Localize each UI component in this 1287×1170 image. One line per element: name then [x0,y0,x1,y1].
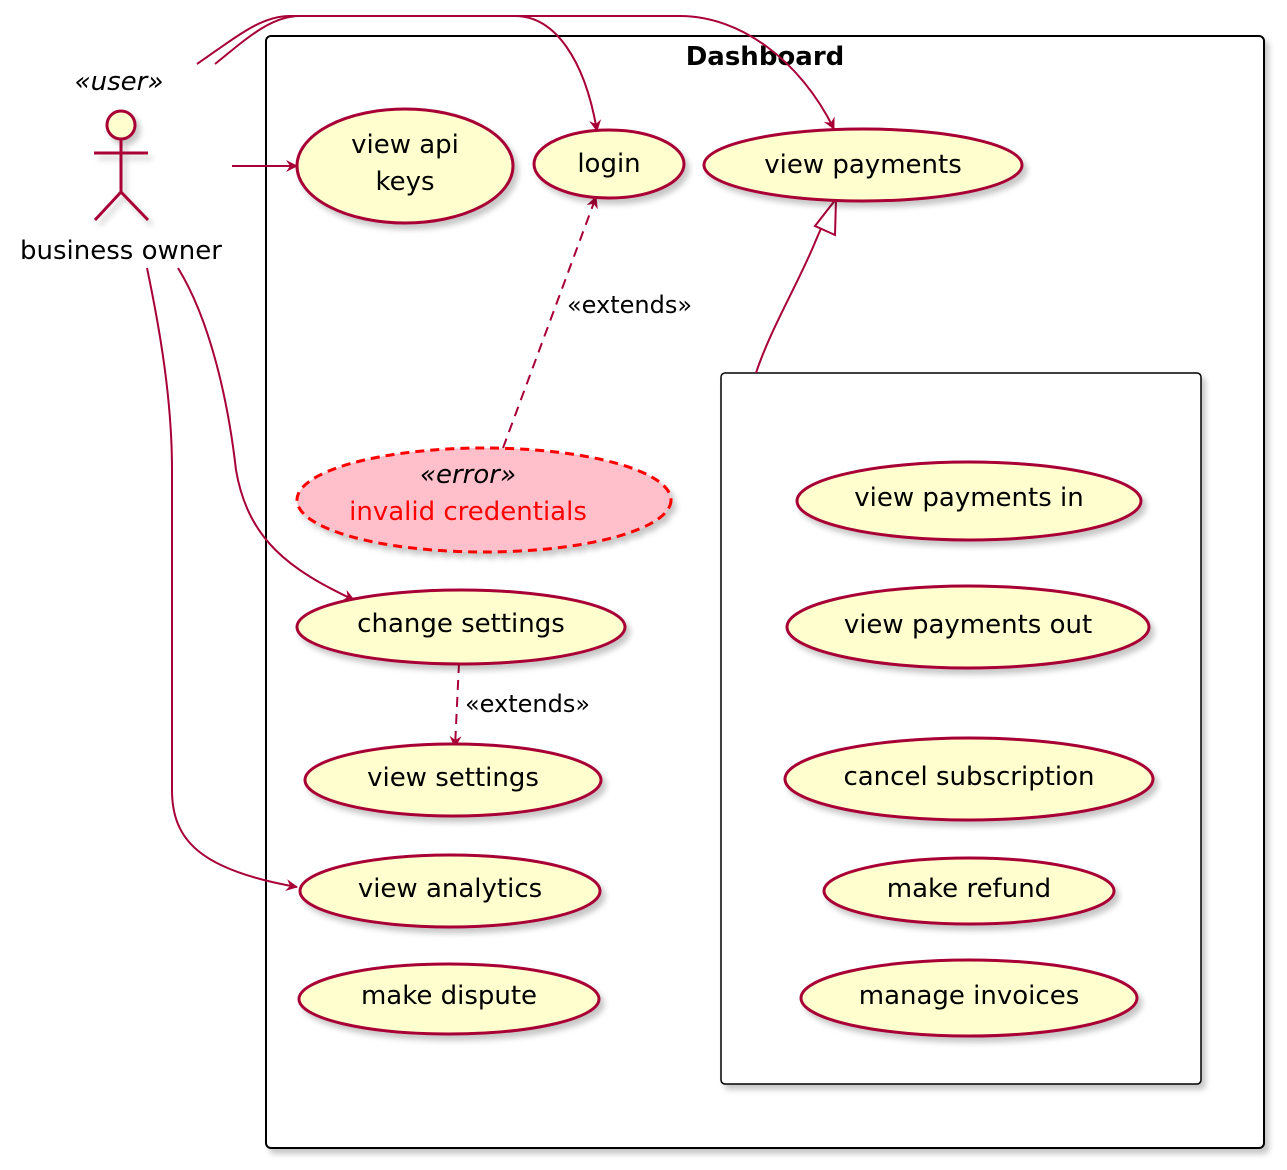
actor-stick-figure-icon [93,109,150,222]
svg-text:cancel subscription: cancel subscription [843,762,1094,792]
use-case-view-api-keys: view api keys [295,107,515,225]
svg-text:view settings: view settings [367,763,539,793]
use-case-view-analytics: view analytics [298,853,602,929]
svg-text:make dispute: make dispute [361,981,537,1011]
error-stereotype: «error» [420,460,516,490]
svg-text:view api: view api [351,130,459,160]
edge-actor-view-payments [214,15,835,130]
svg-text:manage invoices: manage invoices [859,981,1080,1011]
use-case-view-payments-in: view payments in [795,460,1143,542]
use-case-cancel-subscription: cancel subscription [783,736,1155,822]
system-title: Dashboard [686,42,845,72]
edge-actor-change-settings [177,267,355,601]
svg-text:change settings: change settings [357,609,565,639]
extends-label-settings: «extends» [465,690,590,718]
edge-actor-view-analytics [146,267,298,892]
svg-text:view payments: view payments [764,150,962,180]
edge-invalid-extends-login [502,196,598,449]
use-case-manage-invoices: manage invoices [799,958,1139,1038]
svg-text:make refund: make refund [887,874,1051,904]
svg-text:view payments in: view payments in [854,483,1083,513]
generalization-arrowhead-icon [813,195,838,237]
edge-package-generalizes-view-payments [755,216,827,374]
actor-stereotype: «user» [75,67,164,97]
svg-text:login: login [577,149,640,179]
actor-name: business owner [20,236,222,266]
actor-business-owner: «user» business owner [20,67,222,266]
use-case-view-payments: view payments [702,127,1024,203]
use-case-make-refund: make refund [822,856,1116,926]
svg-text:view payments out: view payments out [844,610,1092,640]
use-case-change-settings: change settings [295,588,627,666]
edge-settings-extends-view-settings [449,662,462,748]
extends-label-login: «extends» [567,291,692,319]
connectors [146,15,838,892]
error-label: invalid credentials [349,497,587,527]
use-case-invalid-credentials: «error» invalid credentials [295,446,673,554]
svg-text:view analytics: view analytics [358,874,542,904]
svg-text:keys: keys [375,167,434,197]
use-case-make-dispute: make dispute [297,962,601,1036]
use-case-login: login [532,128,686,200]
use-case-view-payments-out: view payments out [785,584,1151,670]
use-case-view-settings: view settings [303,742,603,818]
